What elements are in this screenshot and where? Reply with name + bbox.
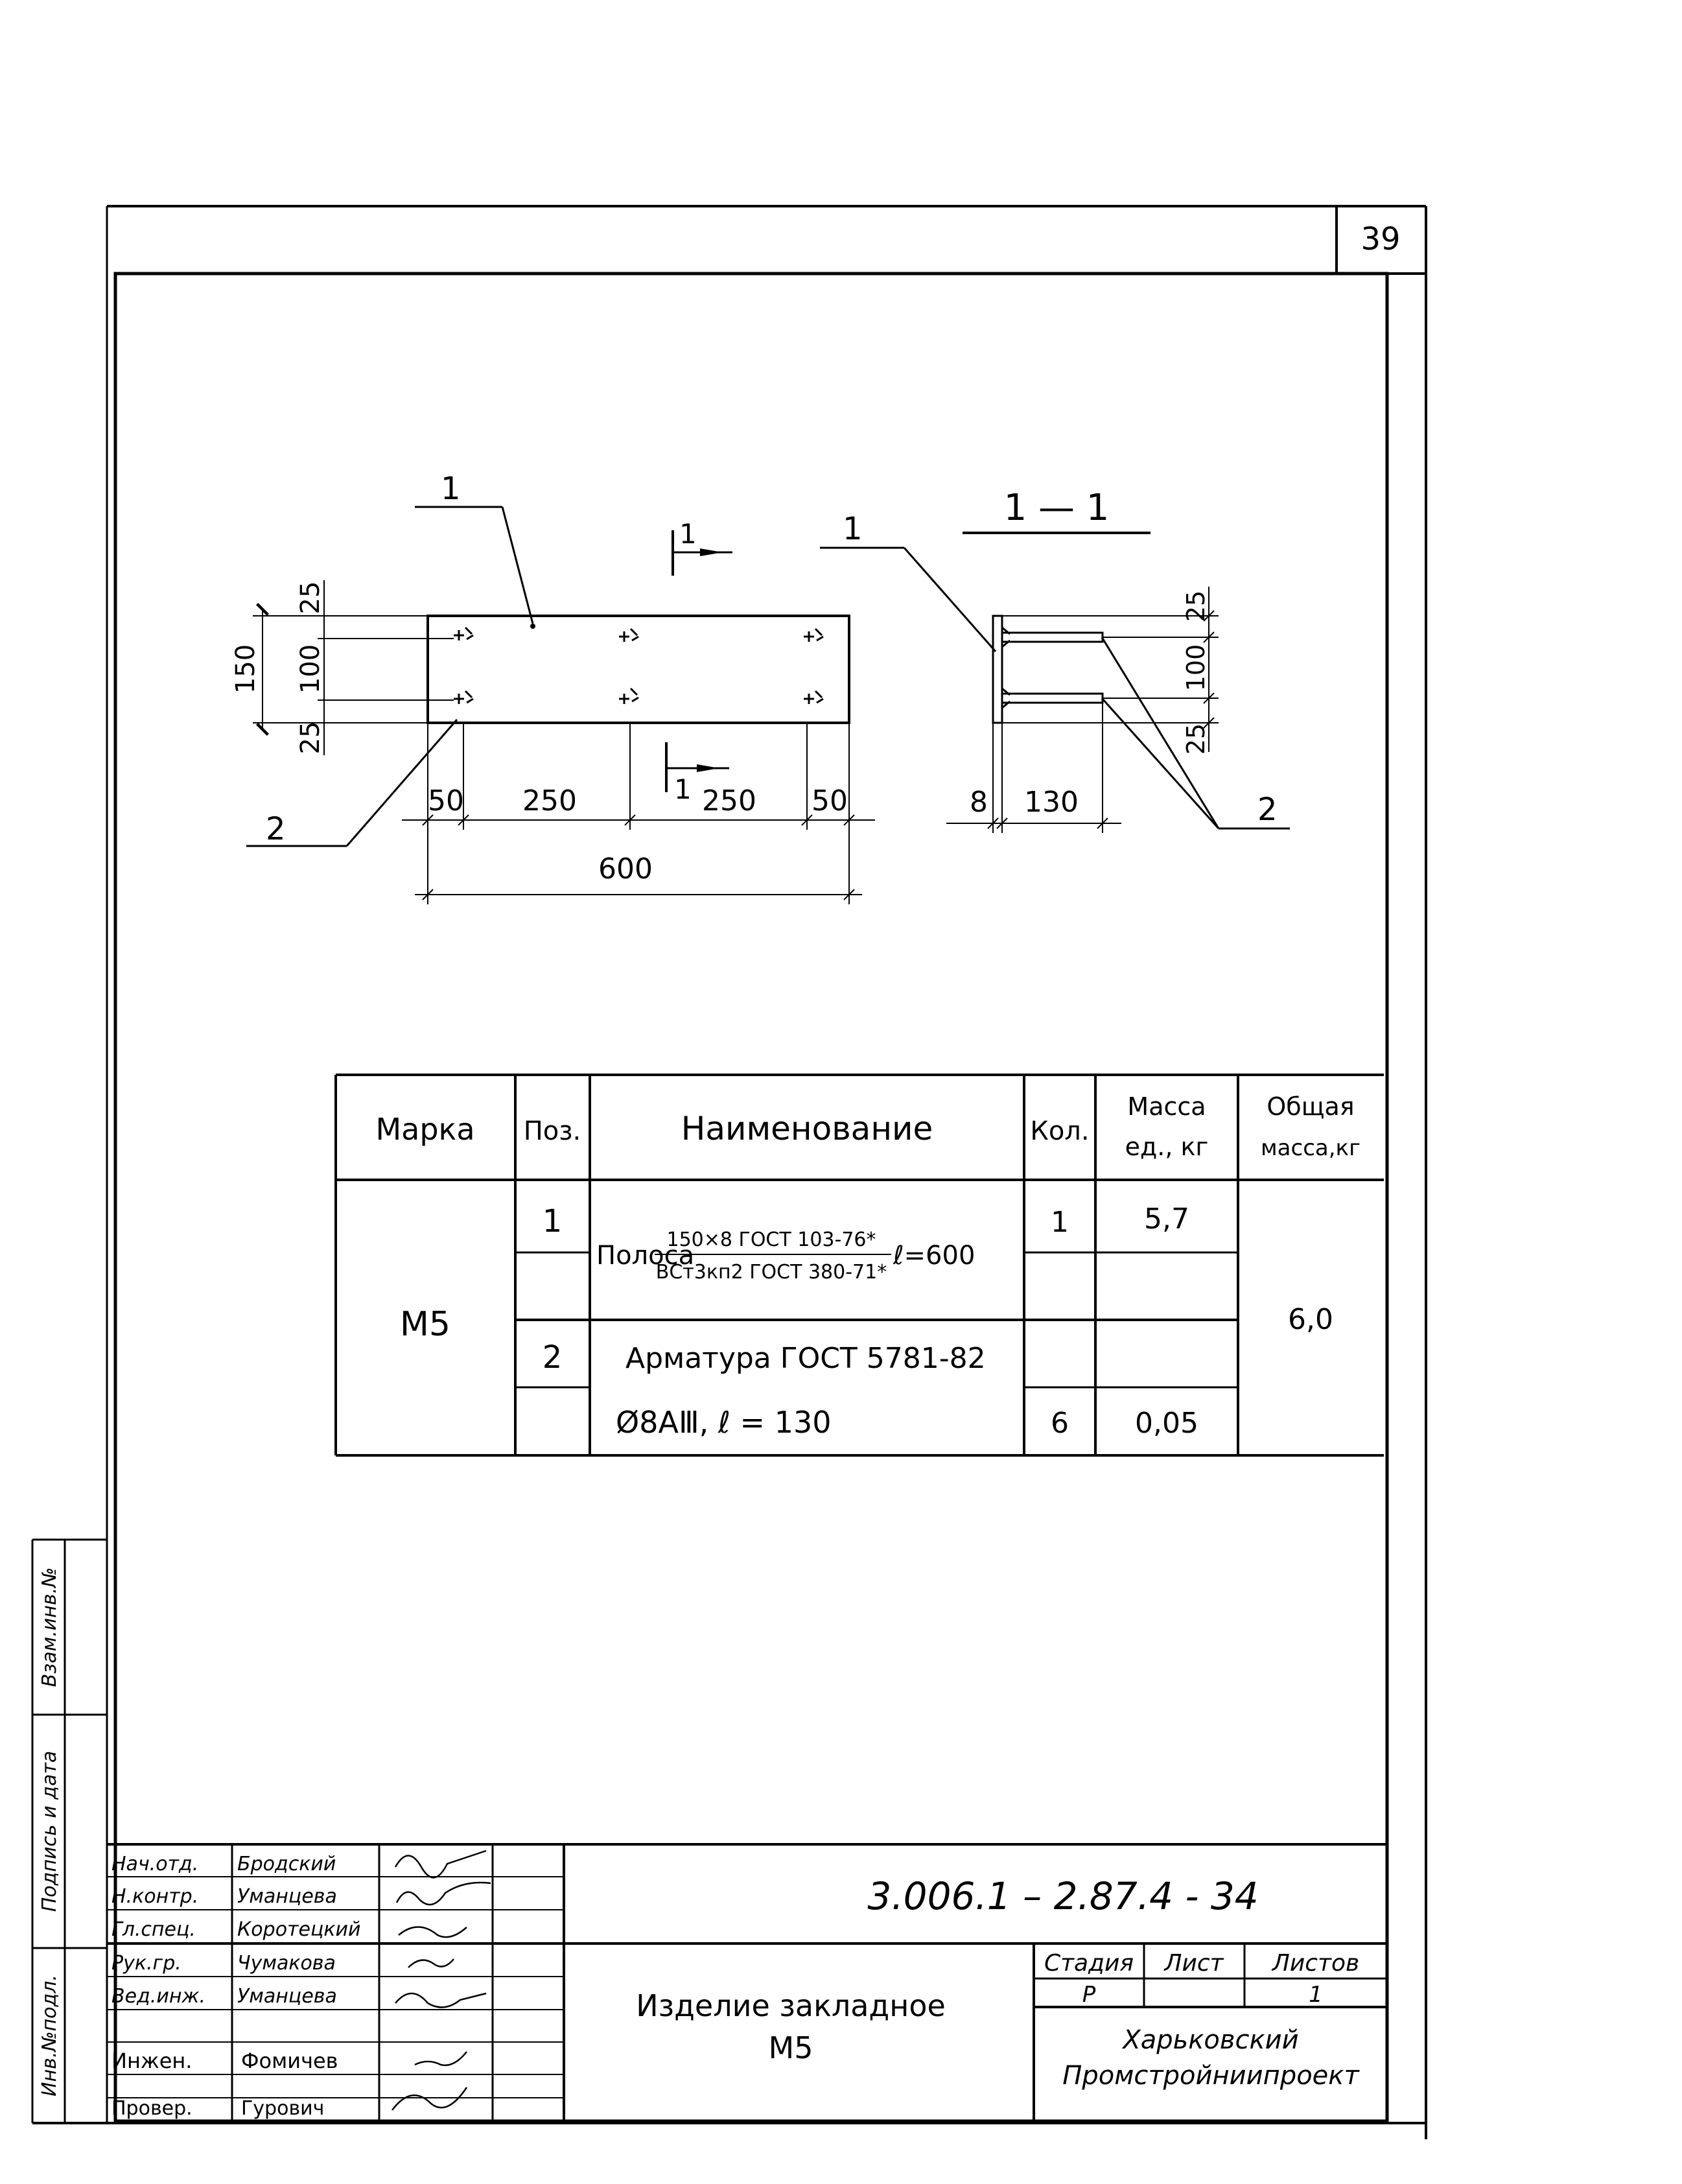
section-dim-bottom-2: 130 xyxy=(1024,786,1079,819)
th-unit-mass-1: Масса xyxy=(1127,1092,1206,1121)
row1-name-prefix: Полоса xyxy=(596,1241,694,1271)
role-7: Инжен. xyxy=(111,2049,192,2073)
side-stamp-inv-podl: Инв.№подл. xyxy=(38,1975,61,2096)
sheet-label: Лист xyxy=(1163,1950,1224,1977)
sheet-frame xyxy=(32,205,1427,2139)
role-4: Рук.гр. xyxy=(111,1952,181,1975)
plan-view xyxy=(246,506,875,904)
sheets-value: 1 xyxy=(1309,1982,1323,2008)
doc-code: 3.006.1 – 2.87.4 - 34 xyxy=(867,1874,1258,1918)
th-pos: Поз. xyxy=(524,1116,581,1146)
side-stamp-vzam-inv: Взам.инв.№ xyxy=(38,1568,61,1687)
section-dim-bottom-1: 8 xyxy=(970,786,988,819)
org-line-1: Харьковский xyxy=(1121,2025,1298,2055)
row1-qty: 1 xyxy=(1051,1206,1069,1239)
row1-length: ℓ=600 xyxy=(893,1241,975,1271)
plan-dim-bottom-4: 50 xyxy=(812,784,848,817)
plan-leader-1-label: 1 xyxy=(441,471,461,507)
org-line-2: Промстройниипроект xyxy=(1062,2061,1360,2091)
name-8: Гурович xyxy=(241,2097,324,2120)
side-stamp xyxy=(31,1538,108,2123)
th-mark: Марка xyxy=(375,1112,474,1147)
section-dim-right-mid: 100 xyxy=(1182,644,1210,692)
row1-fraction-top: 150×8 ГОСТ 103-76* xyxy=(667,1228,876,1251)
plan-dim-left-total: 150 xyxy=(231,644,261,694)
row2-name: Арматура ГОСТ 5781-82 xyxy=(625,1342,986,1375)
th-total-mass-2: масса,кг xyxy=(1261,1135,1361,1161)
section-title: 1 — 1 xyxy=(1004,487,1110,529)
stage-value: Р xyxy=(1082,1982,1096,2008)
th-total-mass-1: Общая xyxy=(1267,1092,1354,1121)
plate-outline xyxy=(426,615,850,724)
name-5: Уманцева xyxy=(237,1985,337,2008)
name-1: Бродский xyxy=(237,1853,336,1875)
role-5: Вед.инж. xyxy=(111,1985,205,2008)
section-dim-right-bottom: 25 xyxy=(1182,723,1210,755)
plan-dim-left-top: 25 xyxy=(296,581,325,615)
plan-dim-overall: 600 xyxy=(598,852,653,886)
stud-marks xyxy=(454,626,824,704)
plan-dim-left-bottom: 25 xyxy=(296,722,325,755)
row3-qty: 6 xyxy=(1051,1407,1069,1440)
name-4: Чумакова xyxy=(237,1952,336,1975)
th-qty: Кол. xyxy=(1030,1116,1089,1146)
item-title: Изделие закладное xyxy=(636,1988,946,2023)
row3-unit-mass: 0,05 xyxy=(1135,1407,1198,1440)
item-mark: М5 xyxy=(769,2030,813,2065)
row1-unit-mass: 5,7 xyxy=(1144,1203,1189,1236)
section-leader-1-label: 1 xyxy=(843,511,863,547)
name-2: Уманцева xyxy=(237,1885,337,1908)
section-leader-2-label: 2 xyxy=(1257,792,1278,828)
plan-dim-bottom-3: 250 xyxy=(702,784,756,817)
row3-name: Ø8АⅢ, ℓ = 130 xyxy=(616,1405,832,1440)
cell-mark: М5 xyxy=(400,1305,450,1344)
role-2: Н.контр. xyxy=(111,1885,198,1908)
plan-section-mark-bottom: 1 xyxy=(674,773,692,805)
title-block xyxy=(107,1843,1387,2121)
sheets-label: Листов xyxy=(1271,1950,1359,1977)
name-7: Фомичев xyxy=(241,2049,338,2073)
row1-fraction-bottom: ВСт3кп2 ГОСТ 380-71* xyxy=(656,1261,887,1284)
stage-label: Стадия xyxy=(1044,1950,1134,1977)
th-name: Наименование xyxy=(681,1110,933,1147)
plan-dim-bottom-1: 50 xyxy=(428,784,464,817)
signatures xyxy=(391,1849,491,2111)
section-view xyxy=(820,532,1290,833)
spec-table xyxy=(334,1074,1384,1457)
plan-leader-2-label: 2 xyxy=(266,811,286,847)
role-3: Гл.спец. xyxy=(111,1918,196,1941)
name-3: Коротецкий xyxy=(237,1918,361,1941)
plan-dim-left-mid: 100 xyxy=(296,644,325,694)
section-dim-right-top: 25 xyxy=(1182,591,1210,622)
cell-total-mass: 6,0 xyxy=(1288,1303,1333,1336)
sheet-number: 39 xyxy=(1361,221,1400,257)
row2-pos: 2 xyxy=(543,1339,563,1376)
plan-dim-bottom-2: 250 xyxy=(522,784,577,817)
plan-section-mark-top: 1 xyxy=(679,518,697,550)
role-8: Провер. xyxy=(111,2097,193,2120)
side-stamp-podpis-data: Подпись и дата xyxy=(38,1751,61,1912)
row1-pos: 1 xyxy=(543,1203,563,1239)
role-1: Нач.отд. xyxy=(111,1853,198,1875)
th-unit-mass-2: ед., кг xyxy=(1125,1133,1209,1161)
